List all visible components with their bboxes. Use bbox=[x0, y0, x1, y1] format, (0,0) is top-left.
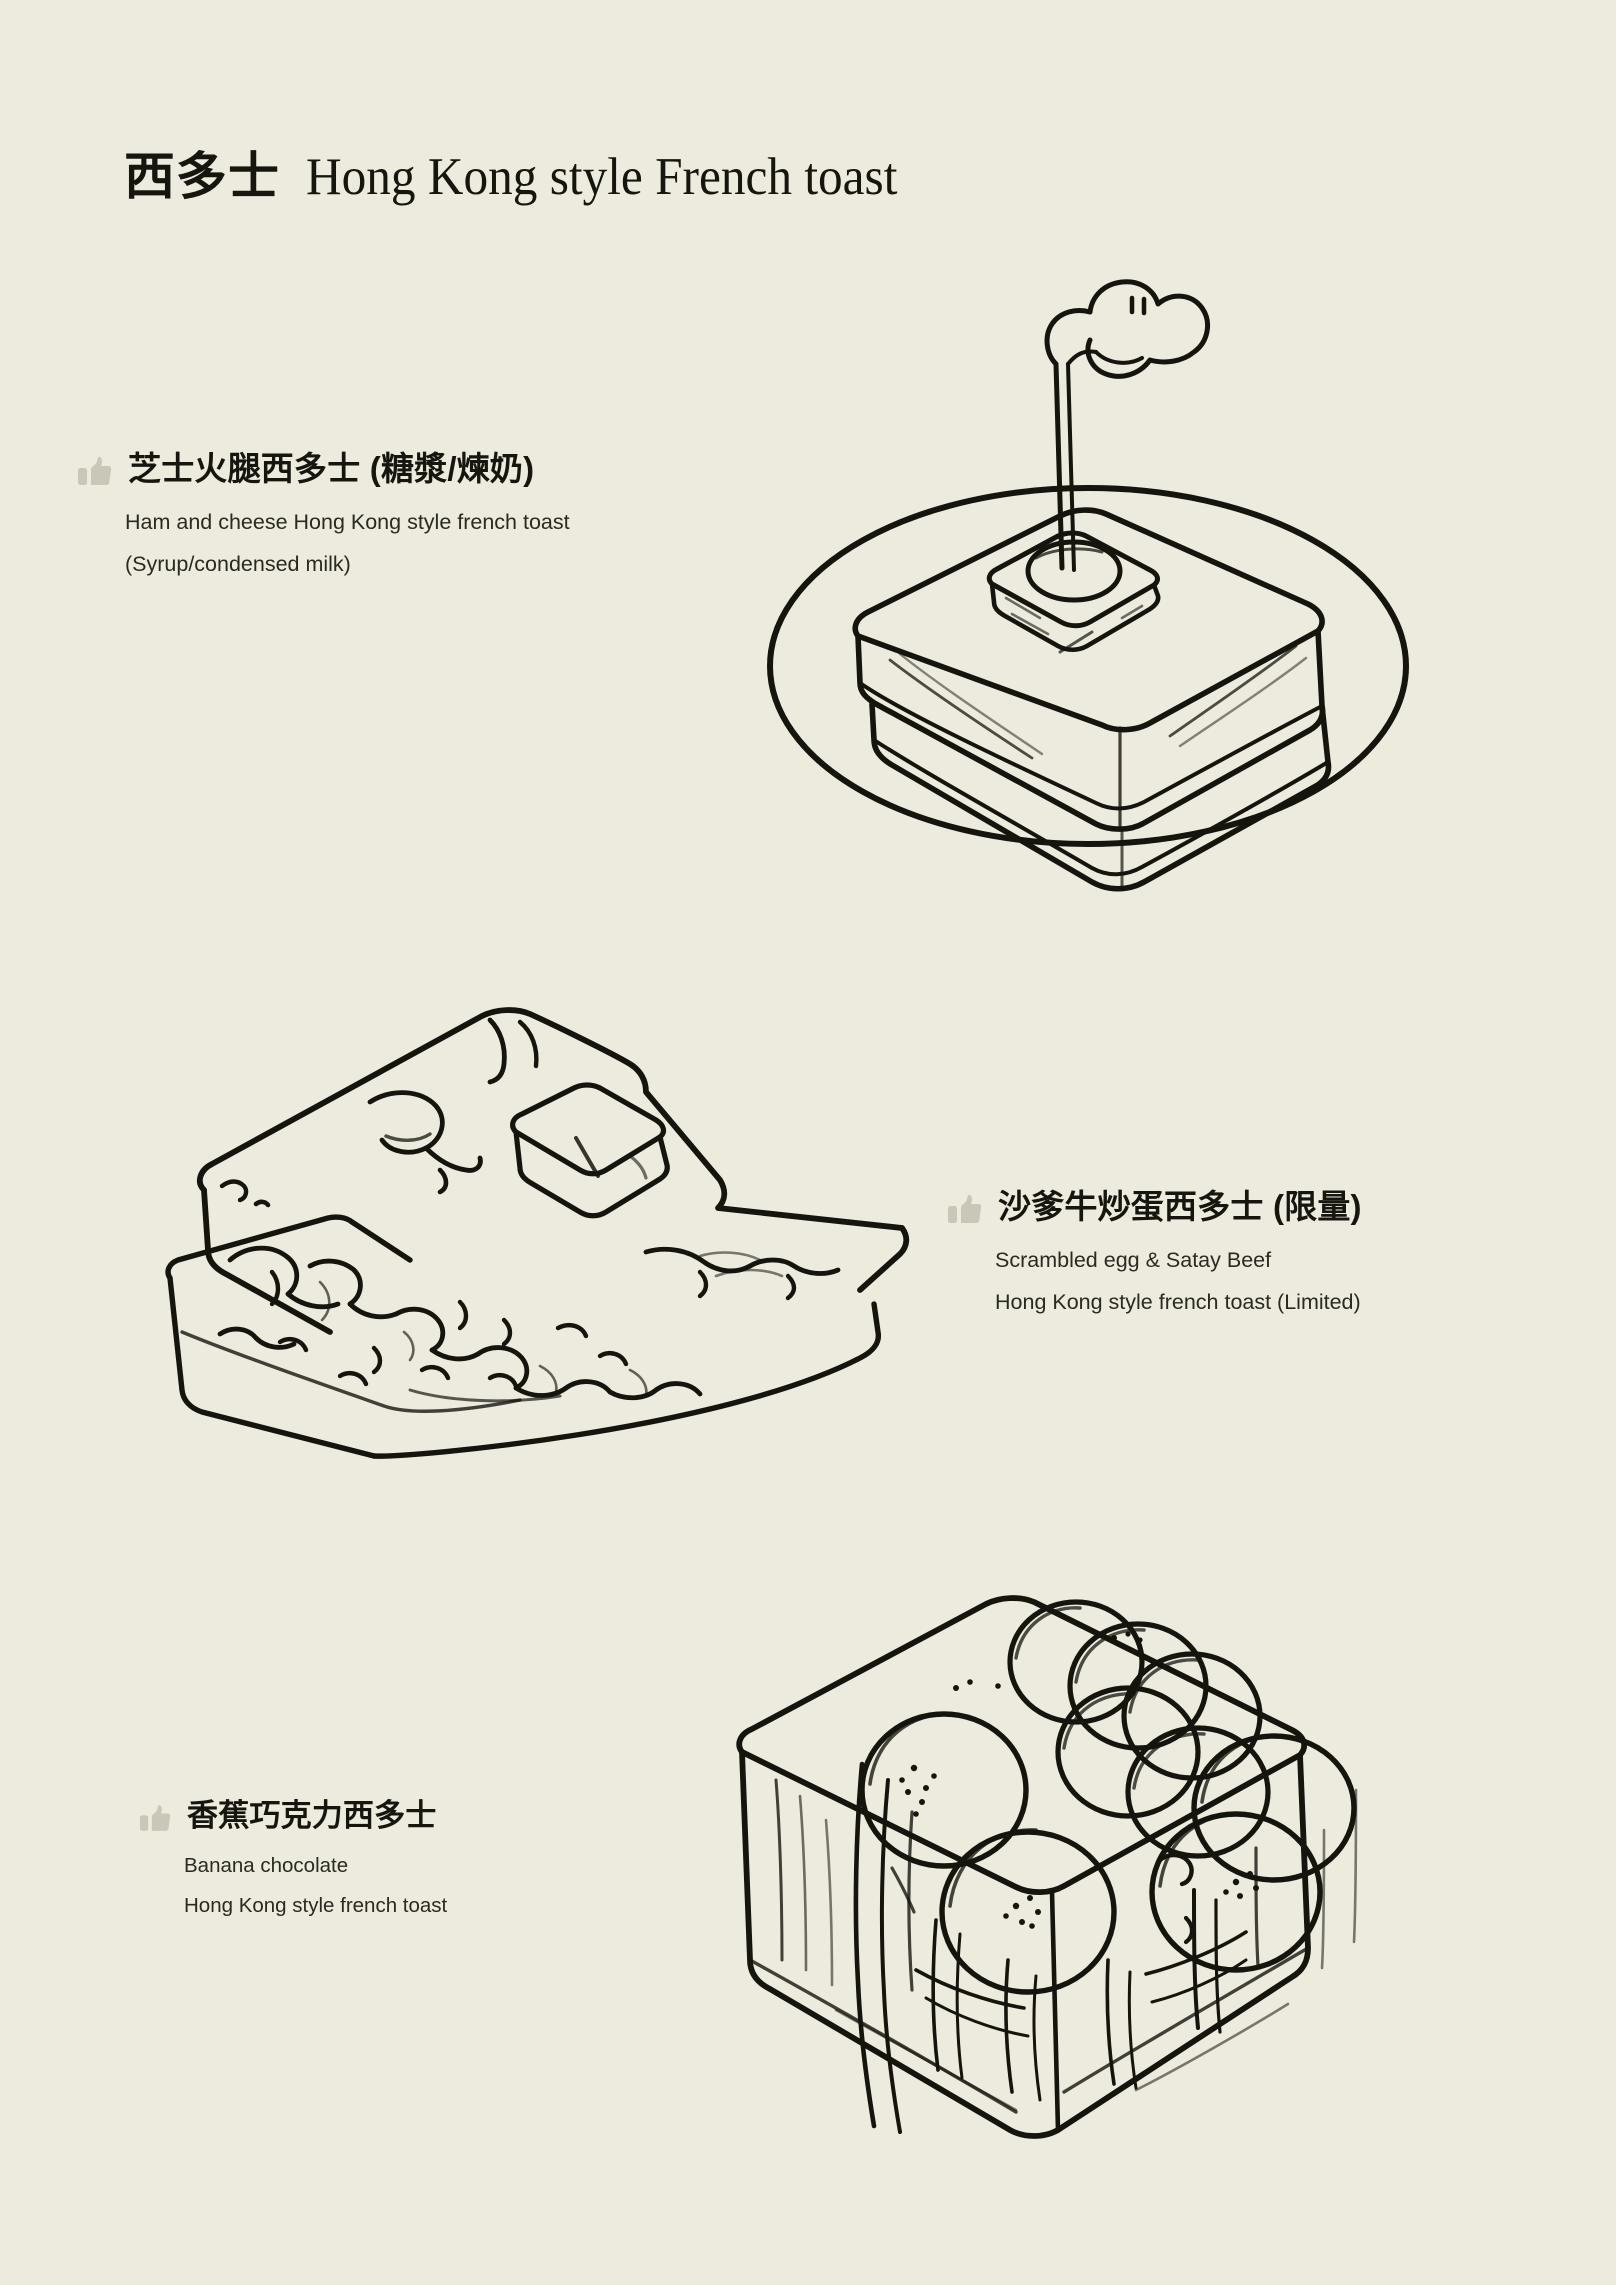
menu-item-banana-chocolate[interactable]: 香蕉巧克力西多士 Banana chocolate Hong Kong styl… bbox=[140, 1798, 447, 1926]
page-title-chinese: 西多士 bbox=[124, 148, 281, 205]
menu-item-description-line-2: Hong Kong style french toast (Limited) bbox=[995, 1289, 1361, 1314]
menu-item-description: Scrambled egg & Satay Beef Hong Kong sty… bbox=[995, 1240, 1362, 1324]
menu-item-description-line-1: Ham and cheese Hong Kong style french to… bbox=[125, 510, 570, 534]
thumbs-up-icon bbox=[948, 1194, 982, 1226]
menu-item-description-line-2: Hong Kong style french toast bbox=[184, 1893, 448, 1917]
menu-item-name: 沙爹牛炒蛋西多士 (限量) bbox=[998, 1188, 1362, 1225]
menu-item-heading: 沙爹牛炒蛋西多士 (限量) bbox=[948, 1188, 1362, 1226]
satay-beef-scrambled-egg-toast-illustration bbox=[160, 960, 920, 1460]
menu-item-description: Banana chocolate Hong Kong style french … bbox=[184, 1846, 447, 1926]
menu-item-satay-beef-scrambled-egg[interactable]: 沙爹牛炒蛋西多士 (限量) Scrambled egg & Satay Beef… bbox=[948, 1188, 1362, 1324]
menu-item-heading: 芝士火腿西多士 (糖漿/煉奶) bbox=[78, 450, 570, 488]
menu-item-name: 芝士火腿西多士 (糖漿/煉奶) bbox=[128, 450, 535, 487]
page-title-english: Hong Kong style French toast bbox=[306, 148, 898, 206]
ham-cheese-toast-with-syrup-illustration bbox=[740, 268, 1440, 948]
thumbs-up-icon bbox=[140, 1804, 171, 1834]
banana-chocolate-toast-illustration bbox=[716, 1530, 1436, 2170]
menu-item-description-line-1: Scrambled egg & Satay Beef bbox=[995, 1248, 1272, 1272]
page-title: 西多士 Hong Kong style French toast bbox=[124, 135, 942, 209]
menu-item-ham-and-cheese[interactable]: 芝士火腿西多士 (糖漿/煉奶) Ham and cheese Hong Kong… bbox=[78, 450, 570, 586]
thumbs-up-icon bbox=[78, 456, 112, 488]
menu-item-description-line-2: (Syrup/condensed milk) bbox=[125, 551, 351, 576]
menu-item-description: Ham and cheese Hong Kong style french to… bbox=[125, 502, 570, 586]
menu-item-description-line-1: Banana chocolate bbox=[184, 1854, 349, 1877]
menu-item-heading: 香蕉巧克力西多士 bbox=[140, 1798, 447, 1834]
menu-item-name: 香蕉巧克力西多士 bbox=[187, 1798, 437, 1833]
